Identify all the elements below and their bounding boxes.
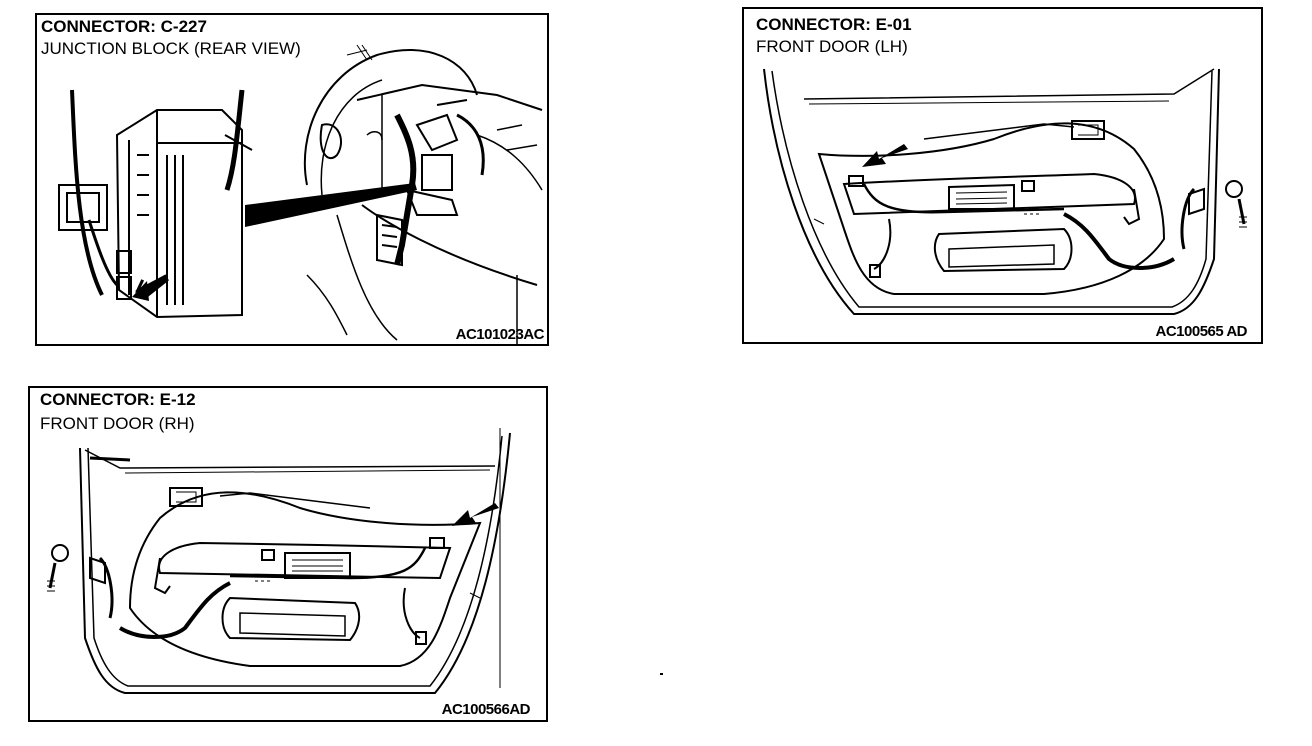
connector-c227-panel: CONNECTOR: C-227 JUNCTION BLOCK (REAR VI… <box>35 13 549 346</box>
door-handle <box>1072 121 1104 139</box>
junction-block-body <box>117 110 242 317</box>
front-door-rh-illustration <box>30 388 548 722</box>
door-handle <box>170 488 202 506</box>
junction-block-illustration <box>37 15 549 346</box>
connector-e12-panel: CONNECTOR: E-12 FRONT DOOR (RH) AC100566… <box>28 386 548 722</box>
connector-arrow <box>862 144 908 167</box>
connector-e12 <box>430 538 444 548</box>
panel-subtitle: FRONT DOOR (RH) <box>40 414 195 433</box>
panel-title: CONNECTOR: E-12 <box>40 390 196 409</box>
panel-title: CONNECTOR: E-01 <box>756 15 912 34</box>
figure-code: AC100565 AD <box>1155 323 1248 340</box>
panel-subtitle: JUNCTION BLOCK (REAR VIEW) <box>41 39 301 58</box>
door-outline <box>764 69 1219 314</box>
front-door-lh-illustration <box>744 9 1263 344</box>
panel-subtitle: FRONT DOOR (LH) <box>756 37 908 56</box>
panel-title: CONNECTOR: C-227 <box>41 17 207 36</box>
figure-code: AC100566AD <box>441 701 531 718</box>
connector-e01-panel: CONNECTOR: E-01 FRONT DOOR (LH) AC100565… <box>742 7 1263 344</box>
figure-code: AC101023AC <box>455 326 545 343</box>
pointer-wedge <box>245 183 417 227</box>
stray-mark <box>660 673 663 675</box>
connector-c227 <box>117 251 131 273</box>
connector-e01 <box>849 176 863 186</box>
connector-arrow <box>452 503 499 526</box>
